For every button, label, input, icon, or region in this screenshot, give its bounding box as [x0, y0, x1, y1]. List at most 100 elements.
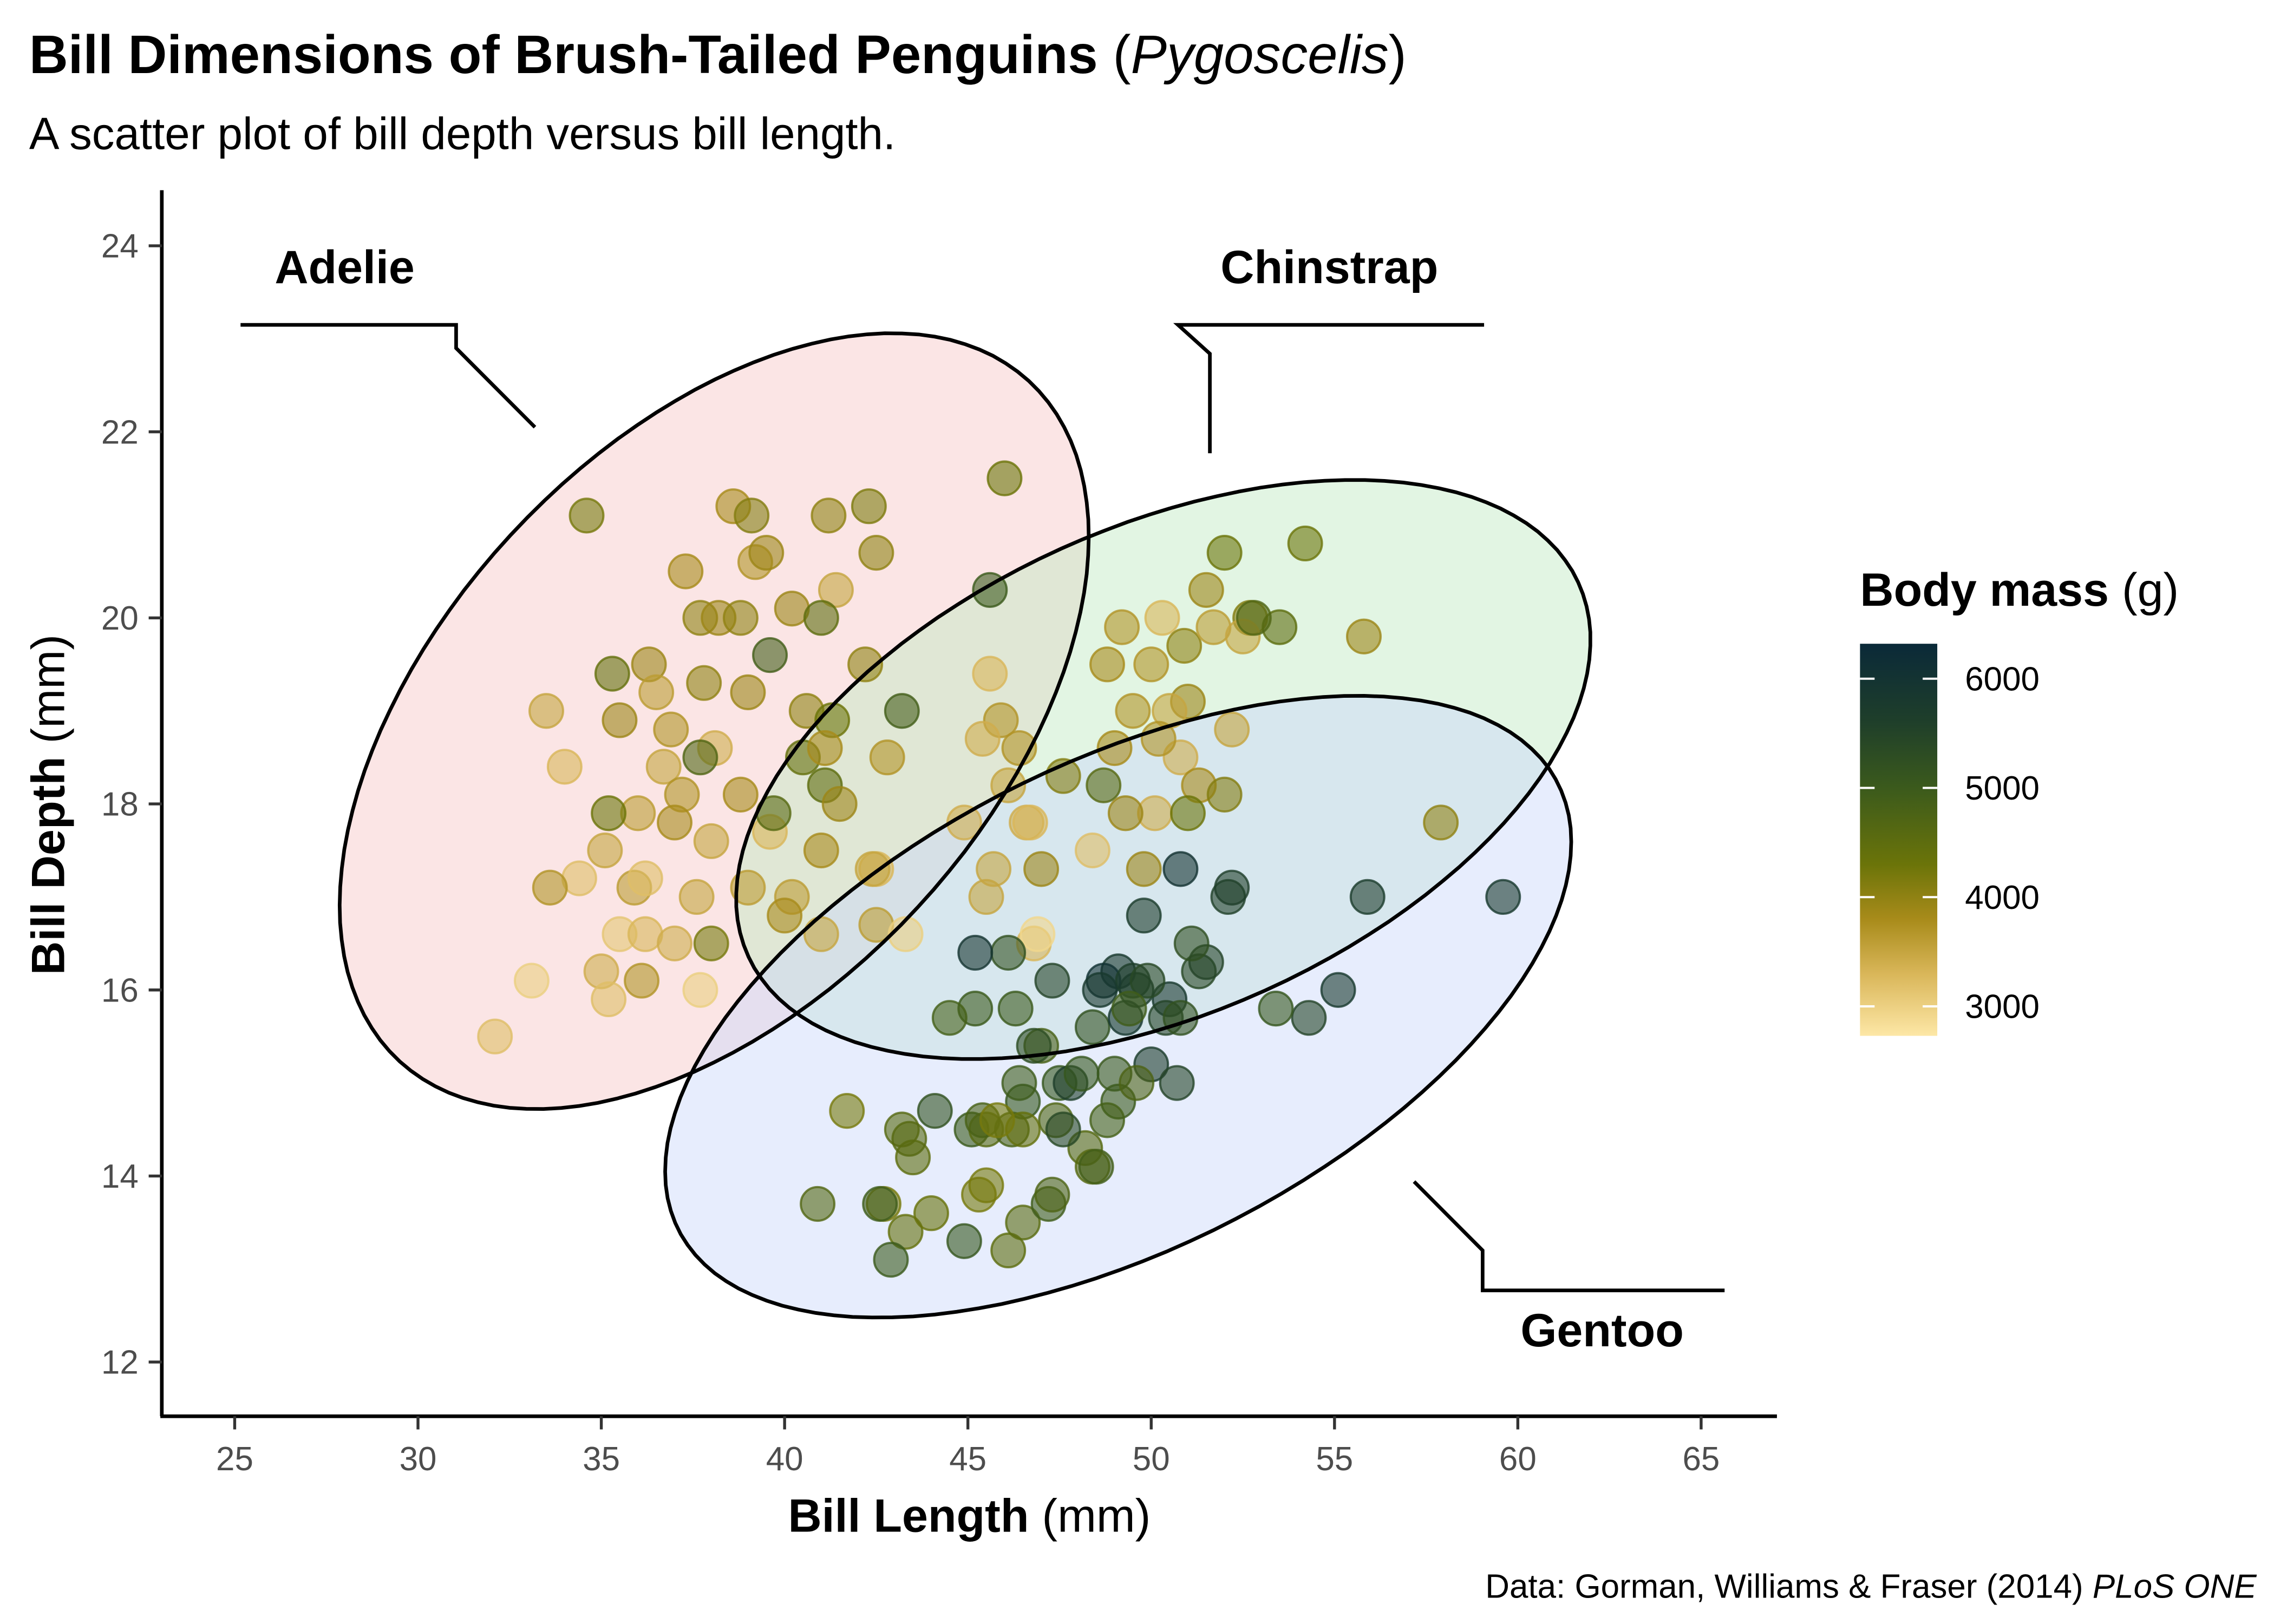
data-point [851, 488, 887, 525]
data-point [748, 535, 785, 571]
data-point [913, 1195, 949, 1232]
data-point [1115, 693, 1151, 729]
data-point [803, 600, 839, 636]
legend-ticks: 3000 4000 5000 6000 [1860, 660, 2040, 1026]
data-point [722, 776, 759, 813]
data-point [591, 981, 627, 1018]
data-point [858, 535, 894, 571]
y-tick-label: 18 [101, 786, 139, 823]
data-point [546, 749, 583, 785]
data-point [1236, 600, 1272, 636]
data-point [986, 460, 1023, 496]
colorbar [1860, 644, 1938, 1036]
annotation-label-gentoo: Gentoo [1520, 1305, 1683, 1357]
data-point [1119, 1065, 1155, 1101]
data-point [946, 1223, 982, 1259]
x-tick-label: 40 [766, 1440, 803, 1478]
data-point [976, 851, 1012, 887]
data-point [803, 832, 839, 869]
data-point [693, 925, 729, 961]
x-tick-label: 50 [1133, 1440, 1170, 1478]
data-point [1206, 776, 1243, 813]
data-point [594, 656, 630, 692]
data-points [337, 331, 1592, 1320]
data-point [1162, 851, 1199, 887]
data-point [1078, 1149, 1114, 1185]
data-point [1188, 572, 1224, 608]
data-point [591, 795, 627, 831]
data-point [917, 1093, 953, 1129]
data-point [869, 739, 905, 776]
data-point [887, 916, 924, 952]
legend-tick-label: 5000 [1965, 770, 2040, 807]
data-point [1206, 535, 1243, 571]
annotation-label-chinstrap: Chinstrap [1220, 241, 1438, 293]
data-point [1005, 1204, 1041, 1241]
data-point [972, 656, 1008, 692]
annotation-label-adelie: Adelie [275, 241, 415, 293]
ellipse-fill-adelie [339, 333, 1089, 1109]
data-point [961, 1176, 997, 1213]
data-point [1423, 804, 1459, 841]
data-point [624, 962, 660, 999]
data-point [990, 934, 1027, 971]
x-tick-label: 45 [949, 1440, 986, 1478]
data-point [1349, 879, 1386, 915]
data-point [931, 1000, 968, 1036]
data-point [1001, 1065, 1037, 1101]
data-point [638, 674, 675, 710]
data-point [1086, 767, 1122, 803]
data-point [1320, 972, 1356, 1008]
data-point [997, 991, 1034, 1027]
data-point [668, 553, 704, 590]
data-point [730, 674, 766, 710]
data-point [657, 804, 692, 841]
data-point [532, 869, 568, 906]
chart-subtitle: A scatter plot of bill depth versus bill… [29, 108, 896, 159]
data-point [767, 898, 803, 934]
data-point [818, 572, 854, 608]
y-tick-label: 16 [101, 972, 139, 1009]
data-point [1291, 1000, 1327, 1036]
data-point [829, 1093, 865, 1129]
annotation-line-gentoo [1413, 1180, 1725, 1293]
data-point [1034, 962, 1070, 999]
data-point [730, 869, 766, 906]
data-point [734, 497, 770, 534]
data-point [528, 693, 564, 729]
data-point [1129, 962, 1166, 999]
legend-tick-label: 3000 [1965, 988, 2040, 1026]
data-point [1012, 804, 1048, 841]
data-caption: Data: Gorman, Williams & Fraser (2014) P… [1485, 1568, 2257, 1605]
data-point [1126, 851, 1162, 887]
data-point [811, 497, 847, 534]
data-point [803, 916, 839, 952]
data-point [1345, 618, 1382, 654]
data-point [513, 962, 550, 999]
data-point [1214, 711, 1250, 748]
legend-tick-label: 4000 [1965, 879, 2040, 916]
x-tick-label: 60 [1499, 1440, 1537, 1478]
legend-tick-label: 6000 [1965, 660, 2040, 698]
data-point [891, 1121, 927, 1157]
data-point [957, 934, 994, 971]
y-tick-label: 22 [101, 414, 139, 451]
data-point [862, 1186, 898, 1222]
data-point [1159, 1065, 1195, 1101]
data-point [587, 832, 623, 869]
x-axis-title: Bill Length (mm) [788, 1490, 1151, 1542]
x-tick-label: 25 [216, 1440, 253, 1478]
data-point [1173, 925, 1210, 961]
annotation-line-chinstrap [1173, 323, 1485, 454]
y-tick-label: 20 [101, 600, 139, 637]
data-point [979, 1102, 1015, 1138]
data-point [964, 721, 1001, 757]
data-point [1287, 525, 1323, 562]
data-point [1082, 972, 1118, 1008]
data-point [602, 702, 638, 738]
data-point [800, 1186, 836, 1222]
